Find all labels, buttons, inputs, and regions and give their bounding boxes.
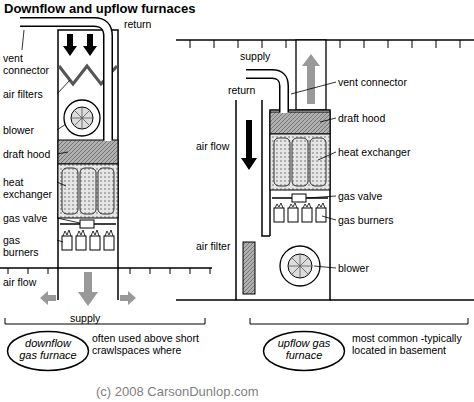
ellipse-label: upflow gas furnace xyxy=(262,330,346,372)
part-label: blower xyxy=(3,124,57,136)
duct-label: return xyxy=(228,84,268,96)
part-label: heat exchanger xyxy=(3,176,57,200)
part-label: return xyxy=(124,18,174,30)
node-text: downflow gas furnace xyxy=(16,337,80,361)
flow-label: air flow xyxy=(3,276,49,288)
diagram-title: Downflow and upflow furnaces xyxy=(4,1,195,16)
node-text: upflow gas furnace xyxy=(272,337,336,361)
flow-label: air flow xyxy=(196,140,234,152)
duct-label: supply xyxy=(240,50,290,62)
part-label: air filter xyxy=(196,240,234,252)
part-label: draft hood xyxy=(338,112,458,124)
part-label: heat exchanger xyxy=(338,146,458,158)
part-label: draft hood xyxy=(3,148,57,160)
duct-label: supply xyxy=(70,312,120,324)
watermark: (c) 2008 CarsonDunlop.com xyxy=(96,384,356,399)
ellipse-label: downflow gas furnace xyxy=(6,330,90,372)
note-text: most common -typically located in baseme… xyxy=(352,332,468,356)
part-label: gas valve xyxy=(338,190,458,202)
part-label: blower xyxy=(338,262,458,274)
part-label: gas valve xyxy=(3,212,57,224)
part-label: vent connector xyxy=(3,52,57,76)
part-label: gas burners xyxy=(3,234,57,258)
part-label: gas burners xyxy=(338,214,458,226)
note-text: often used above short crawlspaces where xyxy=(92,332,202,356)
part-label: vent connector xyxy=(338,76,408,88)
part-label: air filters xyxy=(3,88,57,100)
